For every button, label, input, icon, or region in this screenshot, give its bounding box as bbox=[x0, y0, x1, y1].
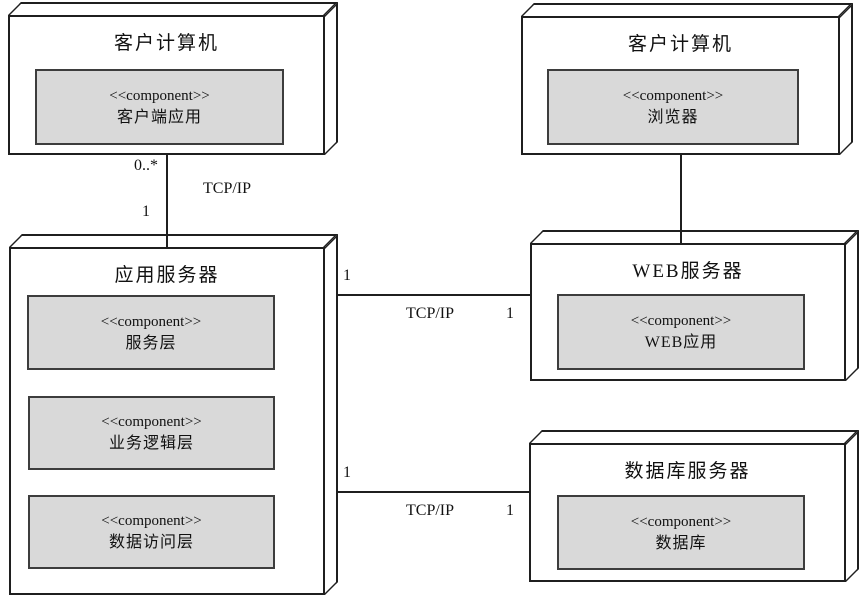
component-browser: <<component>> 浏览器 bbox=[547, 69, 799, 145]
component-name: 数据库 bbox=[655, 534, 707, 552]
node-title: 应用服务器 bbox=[114, 265, 220, 286]
component-business-logic-layer: <<component>> 业务逻辑层 bbox=[28, 396, 275, 470]
node-db-server: 数据库服务器 <<component>> 数据库 bbox=[529, 430, 859, 582]
node-title: WEB服务器 bbox=[632, 261, 744, 282]
connector-client-web-server bbox=[680, 155, 682, 243]
connector-client-app-server bbox=[166, 155, 168, 247]
component-service-layer: <<component>> 服务层 bbox=[27, 295, 275, 370]
component-name: 业务逻辑层 bbox=[108, 435, 194, 452]
component-web-app: <<component>> WEB应用 bbox=[557, 294, 805, 370]
node-right-face bbox=[846, 230, 859, 381]
multiplicity-label: 1 bbox=[142, 203, 150, 220]
node-client-computer-left: 客户计算机 <<component>> 客户端应用 bbox=[8, 2, 338, 155]
component-stereotype: <<component>> bbox=[630, 513, 732, 530]
node-top-face bbox=[9, 234, 338, 247]
component-database: <<component>> 数据库 bbox=[557, 495, 805, 570]
protocol-label: TCP/IP bbox=[406, 502, 455, 519]
protocol-label: TCP/IP bbox=[406, 305, 455, 322]
component-client-app: <<component>> 客户端应用 bbox=[35, 69, 284, 145]
connector-app-db-server bbox=[337, 491, 529, 493]
component-name: 客户端应用 bbox=[116, 109, 202, 126]
node-front-face: 数据库服务器 <<component>> 数据库 bbox=[529, 443, 846, 582]
node-right-face bbox=[840, 3, 853, 155]
component-stereotype: <<component>> bbox=[101, 414, 202, 430]
multiplicity-label: 1 bbox=[506, 502, 514, 519]
multiplicity-label: 1 bbox=[343, 464, 351, 481]
multiplicity-label: 0..* bbox=[134, 157, 158, 174]
node-top-face bbox=[530, 230, 859, 243]
node-right-face bbox=[846, 430, 859, 582]
node-right-face bbox=[325, 2, 338, 155]
node-front-face: 客户计算机 <<component>> 客户端应用 bbox=[8, 15, 325, 155]
node-front-face: WEB服务器 <<component>> WEB应用 bbox=[530, 243, 846, 381]
protocol-label: TCP/IP bbox=[203, 180, 252, 197]
component-data-access-layer: <<component>> 数据访问层 bbox=[28, 495, 275, 569]
node-top-face bbox=[521, 3, 853, 16]
component-stereotype: <<component>> bbox=[630, 313, 732, 329]
component-stereotype: <<component>> bbox=[100, 313, 202, 330]
multiplicity-label: 1 bbox=[343, 267, 351, 284]
component-stereotype: <<component>> bbox=[622, 88, 724, 104]
node-app-server: 应用服务器 <<component>> 服务层 <<component>> 业务… bbox=[9, 234, 338, 595]
node-title: 客户计算机 bbox=[627, 34, 733, 55]
node-web-server: WEB服务器 <<component>> WEB应用 bbox=[530, 230, 859, 381]
node-front-face: 客户计算机 <<component>> 浏览器 bbox=[521, 16, 840, 155]
component-stereotype: <<component>> bbox=[109, 88, 210, 104]
component-name: 浏览器 bbox=[647, 109, 699, 126]
node-title: 数据库服务器 bbox=[624, 461, 751, 482]
component-name: 数据访问层 bbox=[108, 534, 194, 551]
node-front-face: 应用服务器 <<component>> 服务层 <<component>> 业务… bbox=[9, 247, 325, 595]
connector-app-web-server bbox=[337, 294, 530, 296]
node-right-face bbox=[325, 234, 338, 595]
node-client-computer-right: 客户计算机 <<component>> 浏览器 bbox=[521, 3, 853, 155]
component-name: 服务层 bbox=[125, 334, 177, 352]
node-title: 客户计算机 bbox=[113, 33, 219, 54]
component-name: WEB应用 bbox=[644, 334, 718, 351]
node-top-face bbox=[8, 2, 338, 15]
component-stereotype: <<component>> bbox=[101, 513, 202, 529]
multiplicity-label: 1 bbox=[506, 305, 514, 322]
node-top-face bbox=[529, 430, 859, 443]
